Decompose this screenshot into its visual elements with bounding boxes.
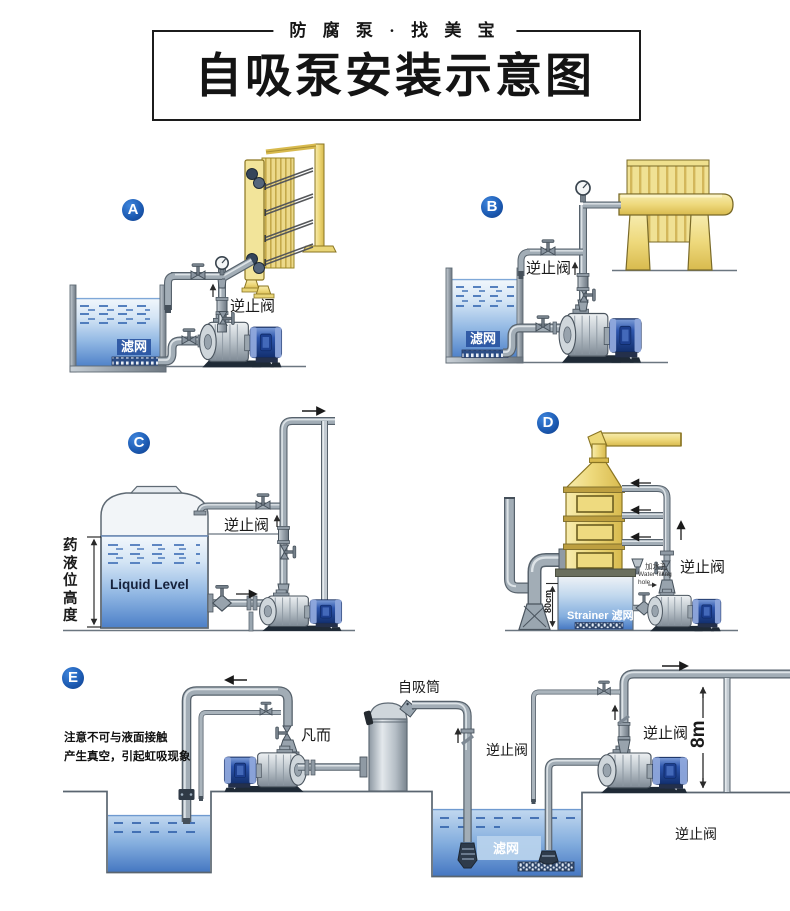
tank-d: [555, 568, 636, 631]
label-e-lift-height: 8m: [688, 720, 709, 748]
label-b-strainer: 滤网: [466, 331, 501, 347]
page-title: 自吸泵安装示意图: [195, 51, 595, 103]
diagram-c: [63, 406, 355, 632]
pipe-b-suction: [503, 315, 566, 358]
badge-a: A: [122, 199, 144, 221]
label-b-check-valve: 逆止阀: [526, 261, 572, 277]
pump-e2: [597, 745, 688, 794]
label-d-strainer: Strainer 滤网: [567, 610, 634, 622]
pit-1-water: [108, 815, 210, 872]
pipe-c-top: [193, 493, 280, 516]
ground-e: [63, 790, 790, 878]
pipe-e-barrel-drop: [412, 700, 478, 869]
label-c-level-height: 药液位高度: [63, 538, 78, 624]
filter-press: [612, 159, 737, 272]
pump-b: [558, 304, 642, 364]
intake-duct: [504, 497, 567, 631]
tank-a: [69, 284, 167, 373]
dimension-d-80cm: [546, 582, 558, 628]
label-d-filling-hole-cn: 加水孔: [645, 562, 668, 571]
label-e-valve: 凡而: [301, 728, 332, 744]
label-c-check-valve: 逆止阀: [224, 518, 270, 534]
pipe-e-pump2-suction: [538, 758, 604, 865]
diagram-a: [69, 143, 337, 373]
pipe-e-discharge-riser: [611, 661, 790, 754]
header-banner: 防 腐 泵 · 找 美 宝: [273, 21, 517, 41]
pump-e1: [223, 745, 307, 793]
label-e-check-valve-bottom: 逆止阀: [675, 828, 717, 843]
diagram-b: [445, 159, 737, 364]
label-e-note-2: 产生真空，引起虹吸现象: [64, 751, 191, 763]
diagram-e: [63, 661, 790, 878]
pump-d: [647, 588, 722, 632]
pipe-d-headers: [622, 478, 686, 552]
label-e-barrel: 自吸筒: [398, 681, 440, 696]
pump-c: [259, 589, 343, 632]
badge-c: C: [128, 432, 150, 454]
badge-b: B: [481, 196, 503, 218]
tank-c: [100, 485, 209, 629]
self-priming-barrel: [363, 699, 418, 792]
pipe-b-discharge: [517, 180, 621, 312]
pipe-a-discharge: [164, 255, 255, 333]
pipe-e-siphon-breaker: [198, 701, 281, 801]
label-d-filling-hole-en: Water filling hole: [638, 571, 672, 586]
pipe-e-right-drop: [723, 678, 731, 792]
label-d-tank-height: 80cm: [543, 589, 553, 613]
label-a-strainer: 滤网: [117, 339, 152, 355]
pipe-c-riser: [273, 406, 335, 597]
label-e-check-valve-mid: 逆止阀: [486, 744, 528, 759]
plate-heat-exchanger: [241, 143, 337, 299]
label-c-liquid-level: Liquid Level: [110, 577, 189, 592]
badge-d: D: [537, 412, 559, 434]
pump-a: [199, 313, 283, 368]
pipe-c-right-drop: [321, 421, 328, 630]
label-d-check-valve: 逆止阀: [680, 560, 726, 576]
pit-2-strainer-box: [477, 836, 541, 860]
badge-e: E: [62, 667, 84, 689]
diagram-d: [504, 430, 738, 632]
label-e-note-1: 注意不可与液面接触: [64, 732, 168, 744]
label-e-check-valve-right: 逆止阀: [643, 726, 689, 742]
label-a-check-valve: 逆止阀: [230, 299, 276, 315]
water-filling-hole: [631, 558, 657, 588]
dimension-c-level-height: [87, 536, 101, 628]
label-e-strainer: 滤网: [493, 841, 520, 856]
pipe-c-suction: [207, 584, 268, 632]
scrubber-tower: [563, 430, 682, 573]
pipe-e-fill-branch: [531, 680, 620, 804]
pit-2-waves: [440, 817, 575, 828]
pipe-e-pump1-barrel: [298, 756, 368, 778]
